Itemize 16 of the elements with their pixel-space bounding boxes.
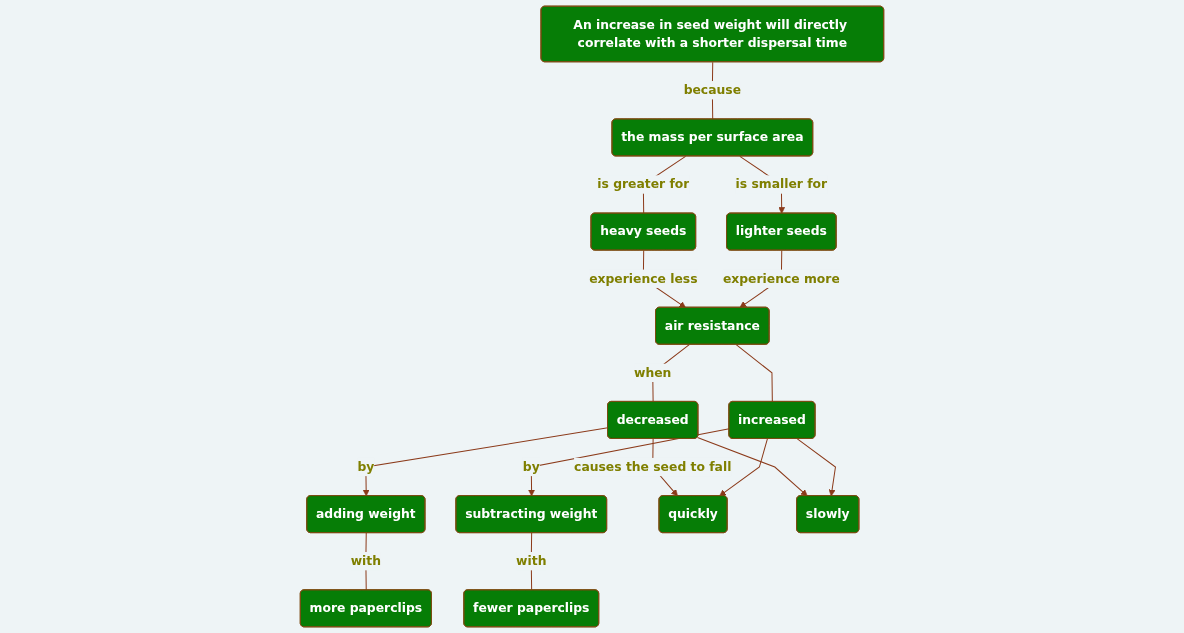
arrow	[362, 427, 609, 497]
arrow	[719, 438, 768, 497]
edge-label: causes the seed to fall	[574, 459, 732, 474]
edge-label: is smaller for	[735, 176, 828, 192]
edge-label: because	[683, 82, 742, 98]
edge-label: when	[634, 365, 672, 380]
arrow	[796, 438, 836, 497]
arrow	[696, 436, 808, 497]
edge-label: with	[516, 553, 547, 569]
edge-label: experience less	[589, 270, 698, 286]
edge-label: experience more	[722, 270, 840, 286]
edge-label: is greater for	[597, 176, 690, 192]
edge-label: by	[522, 459, 540, 474]
edge-label: by	[357, 459, 375, 474]
connector	[735, 344, 773, 403]
edge-label: with	[350, 553, 382, 569]
